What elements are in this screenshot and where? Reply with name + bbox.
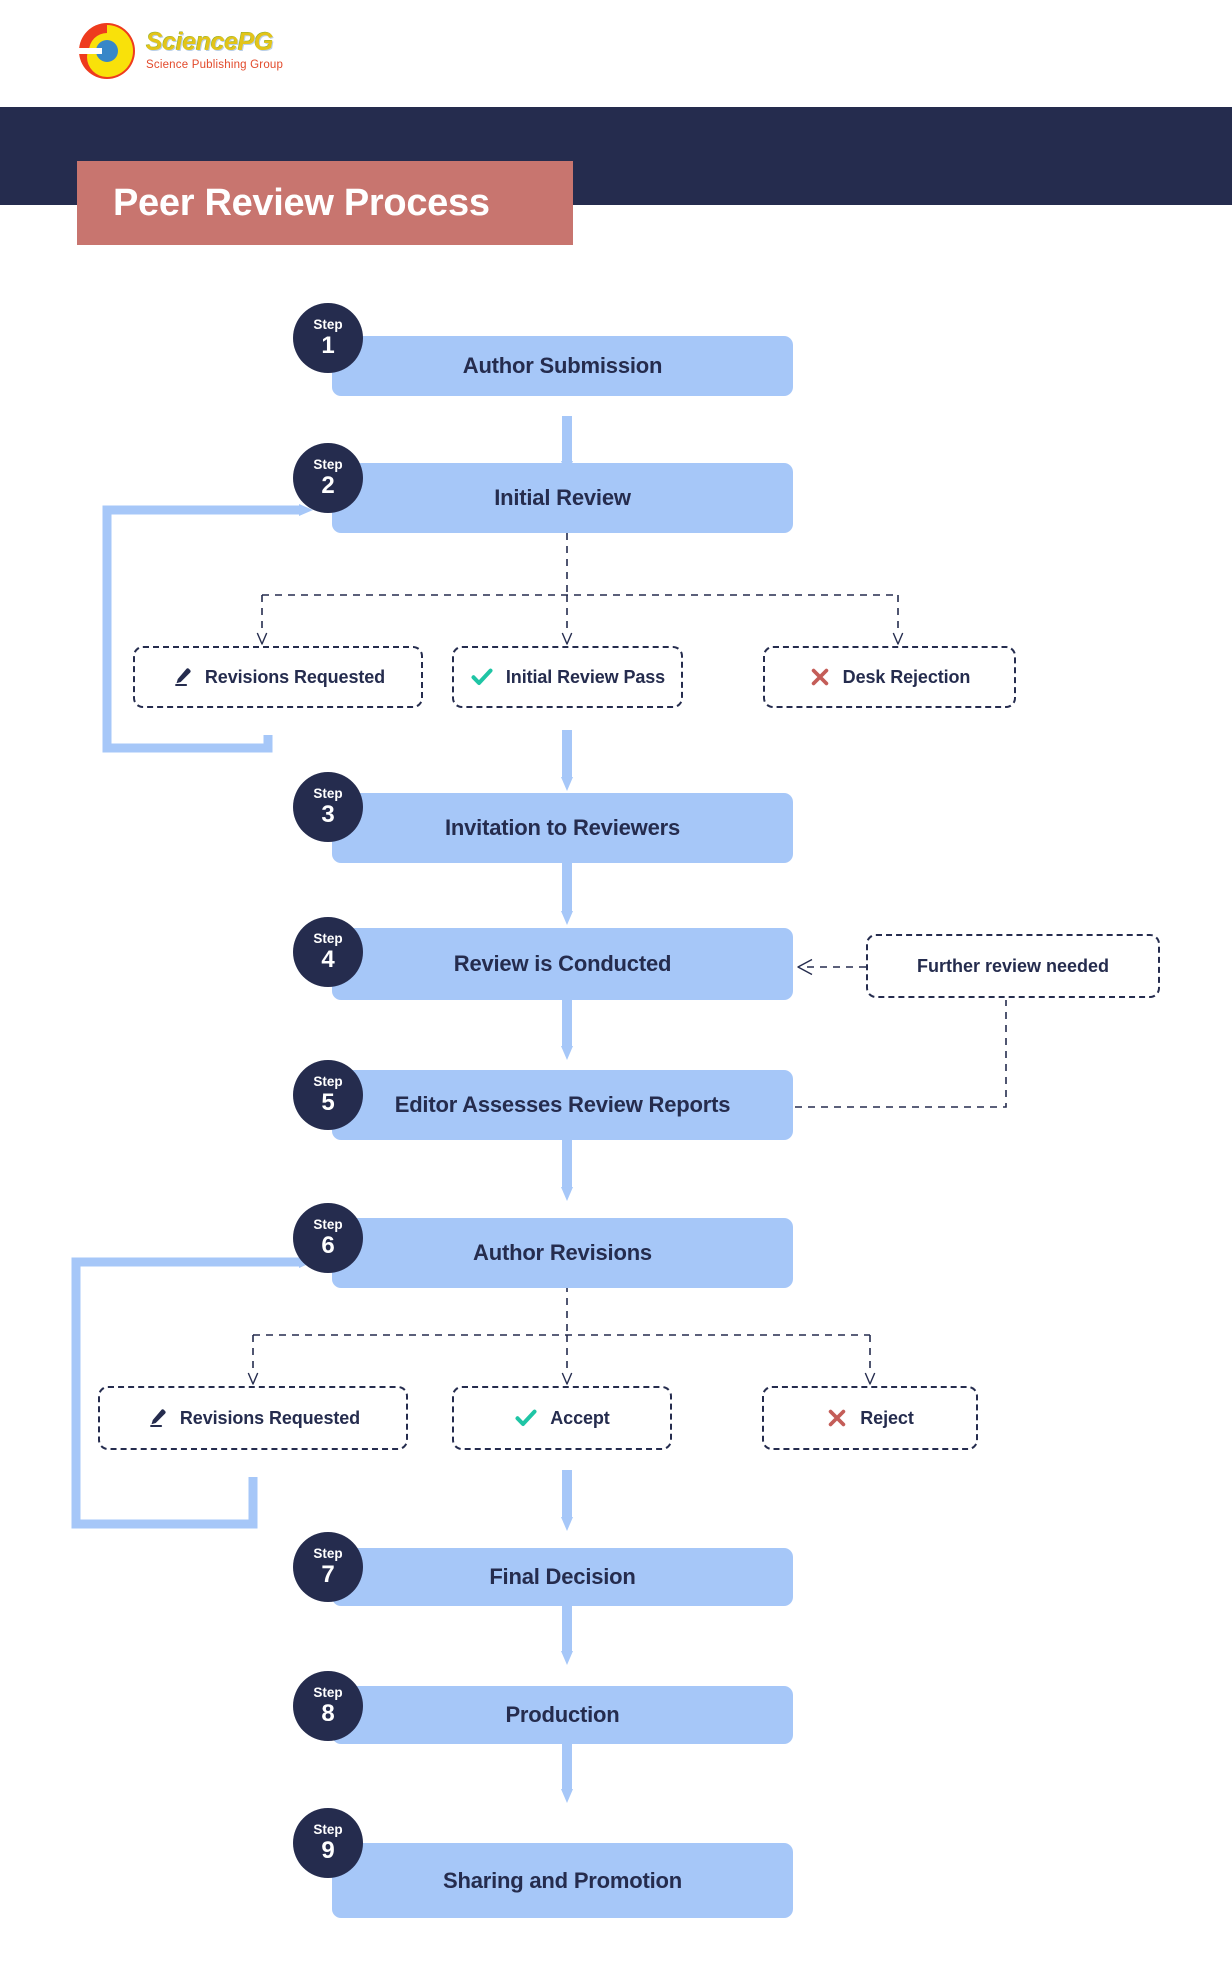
step-badge-number: 8 xyxy=(321,1699,335,1727)
decision-box-revisions-requested-2[interactable]: Revisions Requested xyxy=(98,1386,408,1450)
decision-label: Accept xyxy=(550,1407,610,1428)
step-box-invitation-to-reviewers[interactable]: Invitation to Reviewers xyxy=(332,793,793,863)
page-title: Peer Review Process xyxy=(113,181,490,224)
step-badge-number: 4 xyxy=(321,945,335,973)
check-icon xyxy=(470,665,494,689)
step-box-editor-assesses-review-reports[interactable]: Editor Assesses Review Reports xyxy=(332,1070,793,1140)
step-box-final-decision[interactable]: Final Decision xyxy=(332,1548,793,1606)
step-badge-label: Step xyxy=(313,1074,343,1090)
step-badge-label: Step xyxy=(313,457,343,473)
decision-box-desk-rejection[interactable]: Desk Rejection xyxy=(763,646,1016,708)
brand-name: SciencePG xyxy=(146,28,274,57)
step-badge-2: Step 2 xyxy=(293,443,363,513)
step-badge-label: Step xyxy=(313,1546,343,1562)
decision-label: Initial Review Pass xyxy=(505,666,666,687)
step-badge-3: Step 3 xyxy=(293,772,363,842)
step-badge-1: Step 1 xyxy=(293,303,363,373)
step-box-author-revisions[interactable]: Author Revisions xyxy=(332,1218,793,1288)
step-box-initial-review[interactable]: Initial Review xyxy=(332,463,793,533)
step-badge-9: Step 9 xyxy=(293,1808,363,1878)
step-box-production[interactable]: Production xyxy=(332,1686,793,1744)
step-badge-number: 5 xyxy=(321,1088,335,1116)
decision-box-initial-review-pass[interactable]: Initial Review Pass xyxy=(452,646,683,708)
step-badge-4: Step 4 xyxy=(293,917,363,987)
step-box-label: Editor Assesses Review Reports xyxy=(394,1092,731,1117)
sciencepg-circle-logo xyxy=(78,22,136,80)
decision-label: Revisions Requested xyxy=(179,1407,361,1428)
step-badge-label: Step xyxy=(313,317,343,333)
step-badge-number: 7 xyxy=(321,1560,335,1588)
step-box-label: Final Decision xyxy=(489,1564,636,1589)
step-badge-6: Step 6 xyxy=(293,1203,363,1273)
step-box-label: Author Submission xyxy=(462,353,663,378)
step-badge-label: Step xyxy=(313,786,343,802)
step-box-label: Sharing and Promotion xyxy=(442,1867,683,1893)
brand-tagline: Science Publishing Group xyxy=(146,59,284,72)
step-badge-label: Step xyxy=(313,1217,343,1233)
step-box-sharing-and-promotion[interactable]: Sharing and Promotion xyxy=(332,1843,793,1918)
decision-label: Revisions Requested xyxy=(204,666,386,687)
step-badge-label: Step xyxy=(313,1822,343,1838)
decision-label: Reject xyxy=(860,1407,914,1428)
brand-logo[interactable]: SciencePG Science Publishing Group xyxy=(78,22,283,80)
step-box-label: Invitation to Reviewers xyxy=(444,815,680,840)
step-badge-number: 1 xyxy=(321,331,335,359)
decision-box-accept[interactable]: Accept xyxy=(452,1386,672,1450)
step-box-label: Production xyxy=(505,1702,620,1727)
note-box-further-review-needed[interactable]: Further review needed xyxy=(866,934,1160,998)
step-badge-number: 2 xyxy=(321,471,335,499)
step-badge-label: Step xyxy=(313,1685,343,1701)
step-box-label: Review is Conducted xyxy=(453,951,672,976)
step-badge-number: 3 xyxy=(321,800,335,828)
logo-bar: SciencePG Science Publishing Group xyxy=(0,0,1232,107)
pencil-icon xyxy=(171,666,193,688)
note-label: Further review needed xyxy=(916,955,1110,976)
cross-icon xyxy=(809,666,831,688)
step-badge-label: Step xyxy=(313,931,343,947)
step-box-author-submission[interactable]: Author Submission xyxy=(332,336,793,396)
pencil-icon xyxy=(146,1407,168,1429)
decision-box-reject[interactable]: Reject xyxy=(762,1386,978,1450)
cross-icon xyxy=(826,1407,848,1429)
decision-box-revisions-requested-1[interactable]: Revisions Requested xyxy=(133,646,423,708)
step-badge-number: 6 xyxy=(321,1231,335,1259)
step-box-review-is-conducted[interactable]: Review is Conducted xyxy=(332,928,793,1000)
step-box-label: Author Revisions xyxy=(473,1240,652,1265)
page-title-banner: Peer Review Process xyxy=(77,161,573,245)
decision-label: Desk Rejection xyxy=(842,666,971,687)
step-badge-7: Step 7 xyxy=(293,1532,363,1602)
step-box-label: Initial Review xyxy=(494,485,631,510)
check-icon xyxy=(514,1406,538,1430)
step-badge-number: 9 xyxy=(321,1836,335,1864)
step-badge-5: Step 5 xyxy=(293,1060,363,1130)
step-badge-8: Step 8 xyxy=(293,1671,363,1741)
